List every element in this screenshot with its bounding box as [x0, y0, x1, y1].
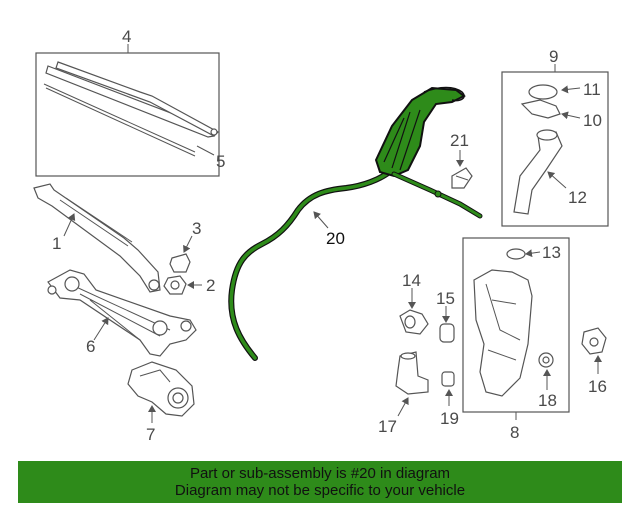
- callout-17: 17: [378, 417, 397, 436]
- callout-15: 15: [436, 289, 455, 308]
- callout-13: 13: [542, 243, 561, 262]
- washer-reservoir: [473, 269, 533, 397]
- washer-motor: [395, 351, 429, 417]
- info-banner: Part or sub-assembly is #20 in diagram D…: [18, 461, 622, 503]
- arm-nut: [163, 275, 202, 295]
- callout-2: 2: [206, 276, 215, 295]
- washer-pump: [399, 288, 429, 335]
- washer-hose-part-20: [228, 86, 483, 361]
- callout-1: 1: [52, 234, 61, 253]
- arm-cap: [169, 235, 193, 273]
- wiper-arm: [33, 183, 161, 293]
- motor-grommet: [441, 371, 455, 406]
- callout-12: 12: [568, 188, 587, 207]
- callout-10: 10: [583, 111, 602, 130]
- callout-3: 3: [192, 219, 201, 238]
- callout-8: 8: [510, 423, 519, 442]
- wiper-linkage: [47, 269, 197, 357]
- hose-clip: [451, 150, 473, 189]
- callout-4: 4: [122, 27, 131, 46]
- callout-6: 6: [86, 337, 95, 356]
- parts-diagram: 1 2 3 4 5 6 7 8 9 10 11 12 13 14 15 16 1…: [33, 27, 609, 444]
- callout-7: 7: [146, 425, 155, 444]
- callout-16: 16: [588, 377, 607, 396]
- callout-5: 5: [216, 152, 225, 171]
- callout-18: 18: [538, 391, 557, 410]
- callout-20: 20: [326, 229, 345, 248]
- pump-grommet: [439, 306, 455, 343]
- callout-21: 21: [450, 131, 469, 150]
- filler-cap: [528, 84, 558, 100]
- callout-11: 11: [583, 80, 601, 99]
- wiper-motor: [127, 361, 195, 423]
- callout-9: 9: [549, 47, 558, 66]
- level-sensor: [581, 327, 607, 374]
- filler-neck-group: [501, 64, 609, 227]
- reservoir-group: [462, 237, 570, 420]
- callout-14: 14: [402, 271, 421, 290]
- banner-line-1: Part or sub-assembly is #20 in diagram: [189, 465, 451, 482]
- banner-line-2: Diagram may not be specific to your vehi…: [174, 482, 466, 499]
- wiper-blade-group: [35, 44, 220, 177]
- callout-19: 19: [440, 409, 459, 428]
